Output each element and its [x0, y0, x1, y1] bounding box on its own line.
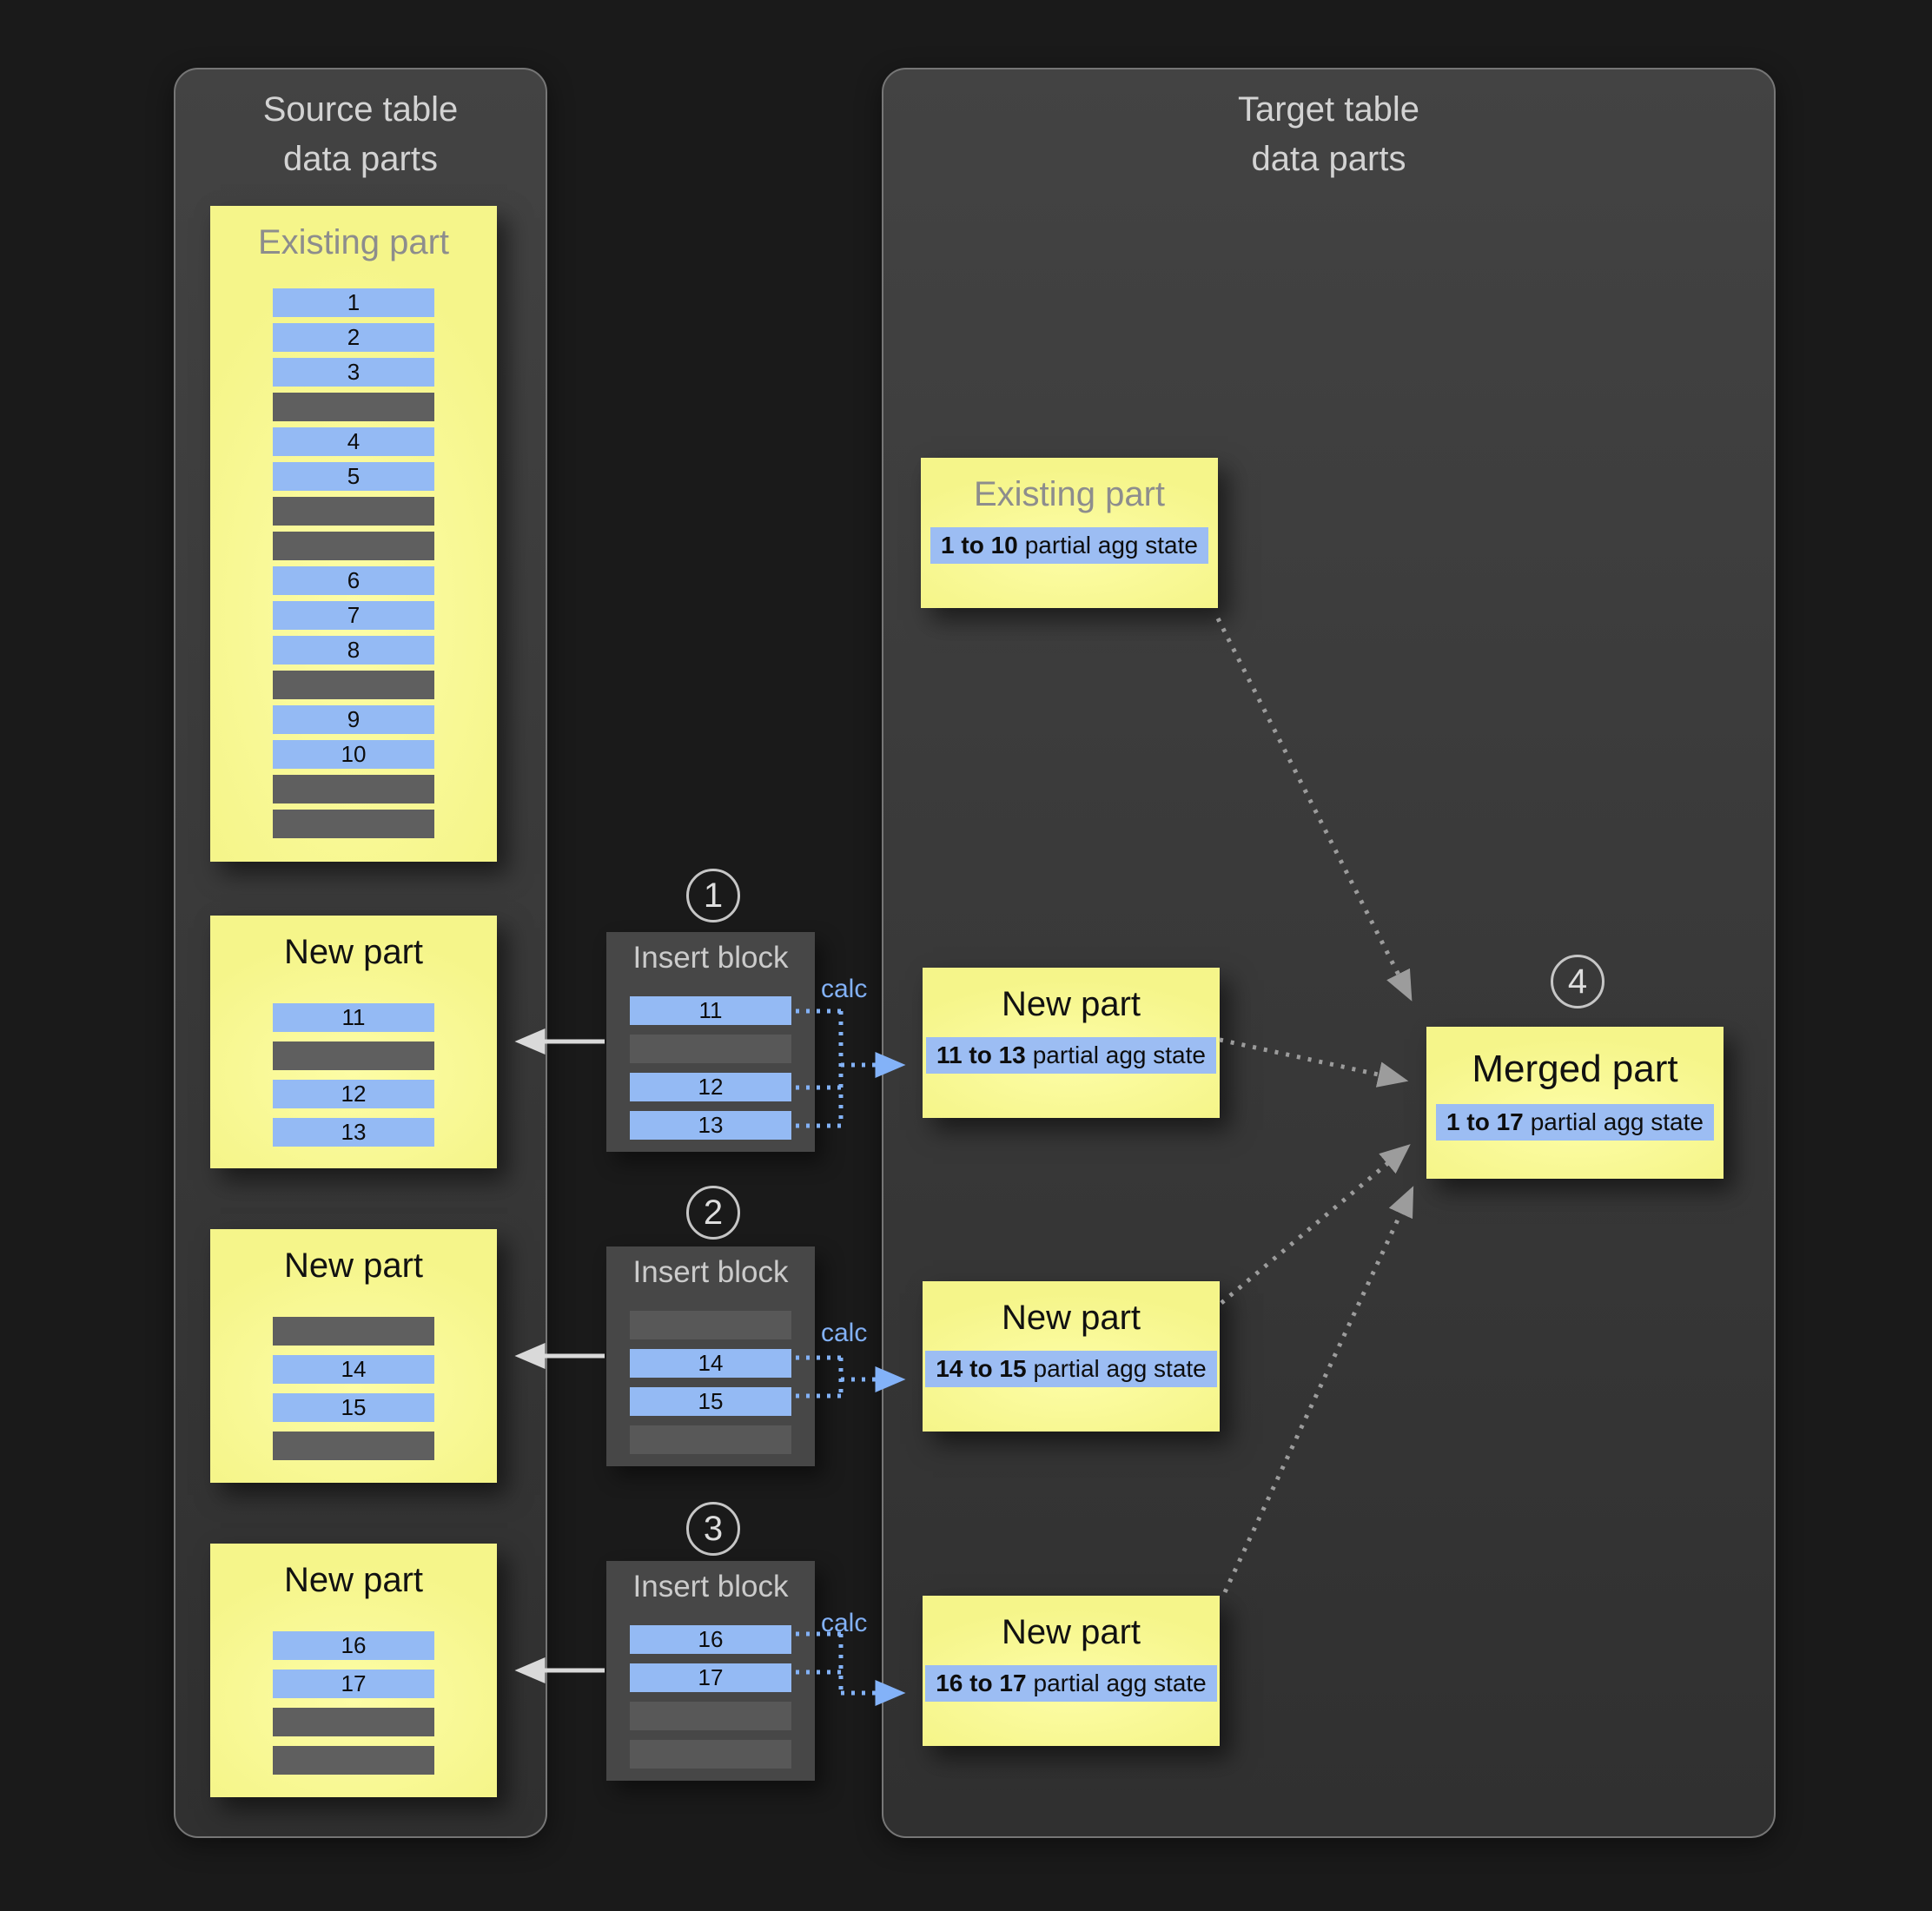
data-row: 2 [273, 323, 434, 352]
placeholder-row [273, 393, 434, 421]
part-title: Merged part [1472, 1048, 1678, 1090]
data-row: 16 [273, 1631, 434, 1660]
placeholder-row [630, 1425, 791, 1454]
data-row: 17 [630, 1663, 791, 1692]
source-panel-title: Source table data parts [262, 90, 459, 178]
placeholder-row [273, 1746, 434, 1775]
agg-range: 14 to 15 [936, 1355, 1027, 1382]
part-title: Existing part [973, 475, 1166, 513]
insert-block-title: Insert block [632, 1255, 789, 1289]
placeholder-row [630, 1702, 791, 1730]
target-table-panel: Target table data parts Existing part 1 … [882, 68, 1776, 1838]
agg-range: 1 to 10 [941, 532, 1018, 559]
source-existing-part: Existing part 1 2 3 4 5 6 7 8 9 10 [210, 206, 497, 862]
source-new-part-1: New part 11 12 13 [210, 916, 497, 1168]
data-row: 16 [630, 1625, 791, 1654]
part-title: Existing part [257, 223, 450, 261]
data-row: 12 [630, 1073, 791, 1101]
placeholder-row [273, 671, 434, 699]
agg-range: 11 to 13 [936, 1041, 1026, 1068]
placeholder-row [273, 810, 434, 838]
placeholder-row [273, 1432, 434, 1460]
data-row: 13 [630, 1111, 791, 1140]
placeholder-row [273, 497, 434, 526]
agg-label: partial agg state [1032, 1041, 1206, 1068]
data-row: 7 [273, 601, 434, 630]
data-row: 1 [273, 288, 434, 317]
data-row: 4 [273, 427, 434, 456]
data-row: 15 [630, 1387, 791, 1416]
data-row: 10 [273, 740, 434, 769]
placeholder-row [273, 532, 434, 560]
agg-range: 1 to 17 [1446, 1108, 1524, 1135]
placeholder-row [273, 775, 434, 803]
part-title: New part [283, 1561, 424, 1599]
insert-block-title: Insert block [632, 941, 789, 975]
data-row: 6 [273, 566, 434, 595]
placeholder-row [273, 1317, 434, 1346]
agg-label: partial agg state [1024, 532, 1198, 559]
part-rows: 11 12 13 [273, 1003, 434, 1147]
part-title: New part [283, 933, 424, 971]
data-row: 9 [273, 705, 434, 734]
calc-label-3: calc [821, 1609, 868, 1637]
part-title: New part [1001, 985, 1141, 1023]
data-row: 8 [273, 636, 434, 665]
target-panel-title: Target table data parts [1237, 90, 1420, 178]
data-row: 15 [273, 1393, 434, 1422]
data-row: 17 [273, 1670, 434, 1698]
part-rows: 1 2 3 4 5 6 7 8 9 10 [273, 288, 434, 838]
part-title: New part [1001, 1299, 1141, 1337]
step-2-badge: 2 [686, 1186, 740, 1240]
insert-block-title: Insert block [632, 1570, 789, 1604]
insert-block-1: Insert block 11 12 13 [606, 932, 815, 1152]
agg-label: partial agg state [1530, 1108, 1704, 1135]
placeholder-row [630, 1035, 791, 1063]
calc-label-1: calc [821, 975, 868, 1003]
agg-label: partial agg state [1033, 1355, 1207, 1382]
part-title: New part [283, 1246, 424, 1285]
step-1-badge: 1 [686, 869, 740, 922]
data-row: 5 [273, 462, 434, 491]
data-row: 11 [273, 1003, 434, 1032]
data-row: 12 [273, 1080, 434, 1108]
agg-label: partial agg state [1033, 1670, 1207, 1696]
placeholder-row [273, 1708, 434, 1736]
insert-block-rows: 11 12 13 [630, 996, 791, 1140]
data-row: 3 [273, 358, 434, 387]
placeholder-row [630, 1311, 791, 1339]
step-4-badge: 4 [1551, 955, 1604, 1008]
placeholder-row [630, 1740, 791, 1769]
data-row: 11 [630, 996, 791, 1025]
data-row: 14 [273, 1355, 434, 1384]
part-title: New part [1001, 1613, 1141, 1651]
calc-label-2: calc [821, 1319, 868, 1347]
step-3-badge: 3 [686, 1502, 740, 1556]
placeholder-row [273, 1041, 434, 1070]
agg-range: 16 to 17 [936, 1670, 1027, 1696]
data-row: 13 [273, 1118, 434, 1147]
data-row: 14 [630, 1349, 791, 1378]
